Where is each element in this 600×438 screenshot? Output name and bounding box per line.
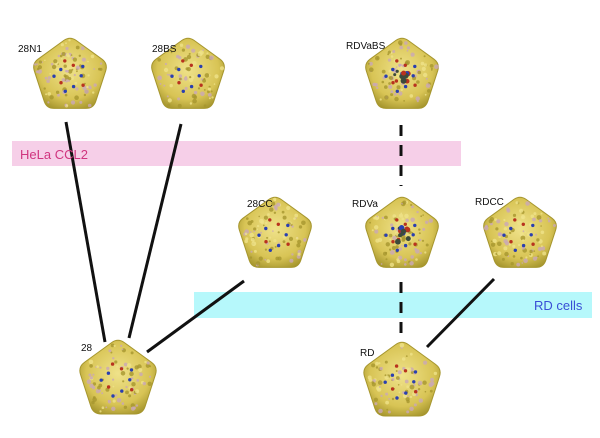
capsid-core	[393, 69, 411, 84]
capsid-texture	[483, 201, 556, 267]
virus-label-28CC: 28CC	[247, 199, 273, 210]
link-RDCC-to-RD	[425, 277, 496, 349]
virus-label-RDVa: RDVa	[352, 199, 378, 210]
rd-cells-label: RD cells	[534, 298, 583, 313]
capsid-core	[395, 225, 411, 245]
capsid-surface	[363, 341, 441, 417]
capsid-28BS	[151, 37, 225, 109]
capsid-surface	[79, 339, 157, 415]
capsid-texture	[33, 39, 103, 108]
capsid-texture	[367, 343, 438, 414]
mutation-sites	[99, 362, 134, 398]
link-28CC-to-28	[146, 279, 245, 354]
capsid-RDVa	[365, 196, 439, 268]
rd-cells-band	[194, 292, 592, 318]
virus-label-28BS: 28BS	[152, 44, 177, 55]
mutation-sites	[384, 218, 417, 252]
capsid-RD	[363, 341, 441, 417]
hela-ccl2-band	[12, 141, 461, 166]
nodes-layer	[33, 37, 557, 417]
capsid-28	[79, 339, 157, 415]
capsid-surface	[238, 196, 312, 268]
capsid-28N1	[33, 37, 107, 109]
capsid-28CC	[238, 196, 312, 268]
virus-label-RDCC: RDCC	[475, 197, 504, 208]
virus-label-28: 28	[81, 343, 93, 354]
capsid-texture	[86, 343, 152, 413]
capsid-RDVaBS	[365, 37, 439, 109]
virus-label-RD: RD	[360, 348, 375, 359]
mutation-sites	[257, 218, 290, 252]
mutation-sites	[383, 364, 418, 400]
mutation-sites	[502, 218, 535, 252]
capsid-texture	[367, 40, 439, 103]
capsid-RDCC	[483, 196, 557, 268]
virus-label-28N1: 28N1	[18, 44, 42, 55]
mutation-sites	[170, 59, 203, 94]
virus-label-RDVaBS: RDVaBS	[346, 41, 386, 52]
mutation-sites	[384, 59, 417, 94]
hela-ccl2-label: HeLa CCL2	[20, 147, 88, 162]
link-28N1-to-28	[64, 121, 107, 343]
mutation-sites	[52, 59, 85, 94]
link-28BS-to-28	[127, 123, 183, 339]
links-layer	[64, 121, 496, 354]
capsid-texture	[157, 43, 225, 108]
